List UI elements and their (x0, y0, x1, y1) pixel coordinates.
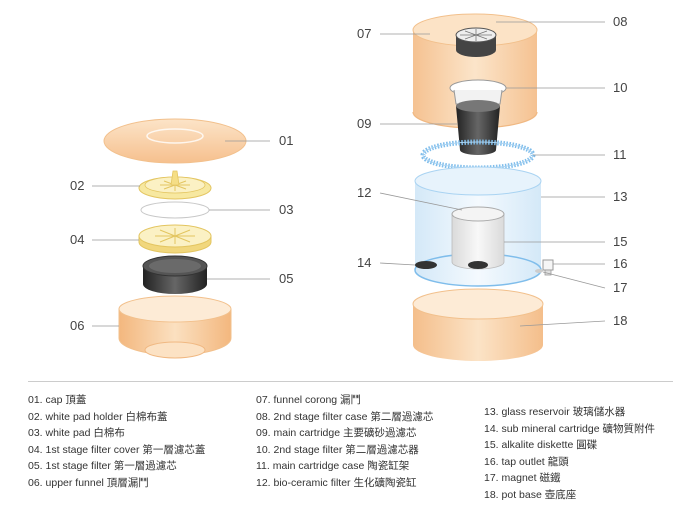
pot-base-part (412, 288, 544, 361)
callout-17: 17 (613, 280, 627, 295)
upper-funnel-part (118, 295, 232, 359)
callout-03: 03 (279, 202, 293, 217)
legend-item: 17. magnet 磁鐵 (484, 472, 561, 484)
parts-legend: 01. cap 頂蓋 02. white pad holder 白棉布蓋 03.… (0, 392, 697, 502)
second-stage-filter-case-part (455, 27, 497, 57)
sub-mineral-cartridge-part (415, 261, 437, 269)
second-stage-filter-part (449, 79, 507, 105)
white-pad-part (140, 201, 210, 219)
magnet-part (535, 269, 543, 273)
white-pad-holder-part (138, 170, 212, 200)
legend-item: 15. alkalite diskette 圓碟 (484, 439, 598, 451)
callout-11: 11 (613, 147, 627, 162)
legend-column-3: 13. glass reservoir 玻璃儲水器 14. sub minera… (484, 404, 655, 503)
legend-item: 05. 1st stage filter 第一層過濾芯 (28, 460, 177, 472)
legend-item: 01. cap 頂蓋 (28, 394, 87, 406)
callout-06: 06 (70, 318, 84, 333)
callout-14: 14 (357, 255, 371, 270)
legend-item: 10. 2nd stage filter 第二層過濾芯器 (256, 443, 419, 456)
legend-item: 02. white pad holder 白棉布蓋 (28, 410, 168, 423)
legend-column-1: 01. cap 頂蓋 02. white pad holder 白棉布蓋 03.… (28, 392, 205, 491)
legend-divider (28, 381, 673, 382)
legend-item: 14. sub mineral cartridge 礦物質附件 (484, 422, 655, 435)
callout-10: 10 (613, 80, 627, 95)
leader-line (519, 320, 606, 327)
callout-15: 15 (613, 234, 627, 249)
callout-12: 12 (357, 185, 371, 200)
callout-05: 05 (279, 271, 293, 286)
alkalite-diskette-part (468, 261, 488, 269)
funnel-part (412, 13, 538, 129)
leader-line (379, 192, 463, 211)
callout-labels: 01 02 03 04 05 06 07 08 10 09 11 12 13 1… (70, 14, 627, 333)
legend-item: 08. 2nd stage filter case 第二層過濾芯 (256, 410, 434, 423)
callout-13: 13 (613, 189, 627, 204)
legend-item: 04. 1st stage filter cover 第一層濾芯蓋 (28, 443, 206, 456)
callout-02: 02 (70, 178, 84, 193)
legend-item: 13. glass reservoir 玻璃儲水器 (484, 406, 626, 418)
callout-08: 08 (613, 14, 627, 29)
leader-line (542, 271, 606, 289)
legend-item: 18. pot base 壺底座 (484, 488, 577, 501)
leader-line (379, 262, 416, 266)
callout-04: 04 (70, 232, 84, 247)
callout-01: 01 (279, 133, 293, 148)
legend-column-2: 07. funnel corong 漏鬥 08. 2nd stage filte… (256, 392, 433, 491)
callout-07: 07 (357, 26, 371, 41)
legend-item: 03. white pad 白棉布 (28, 427, 125, 439)
callout-16: 16 (613, 256, 627, 271)
legend-item: 09. main cartridge 主要礦砂過濾芯 (256, 427, 417, 439)
first-stage-filter-part (142, 255, 208, 294)
callout-09: 09 (357, 116, 371, 131)
filter-cover-part (138, 224, 212, 254)
legend-item: 12. bio-ceramic filter 生化礦陶瓷缸 (256, 476, 417, 489)
legend-item: 16. tap outlet 龍頭 (484, 455, 569, 468)
cap-part (103, 118, 247, 164)
legend-item: 07. funnel corong 漏鬥 (256, 394, 362, 406)
legend-item: 06. upper funnel 頂層漏鬥 (28, 476, 149, 489)
callout-18: 18 (613, 313, 627, 328)
main-cartridge-part (456, 100, 500, 155)
bio-ceramic-filter-part (451, 206, 505, 270)
exploded-view-diagram: 01 02 03 04 05 06 07 08 10 09 11 12 13 1… (70, 13, 627, 361)
legend-item: 11. main cartridge case 陶瓷缸架 (256, 460, 410, 472)
